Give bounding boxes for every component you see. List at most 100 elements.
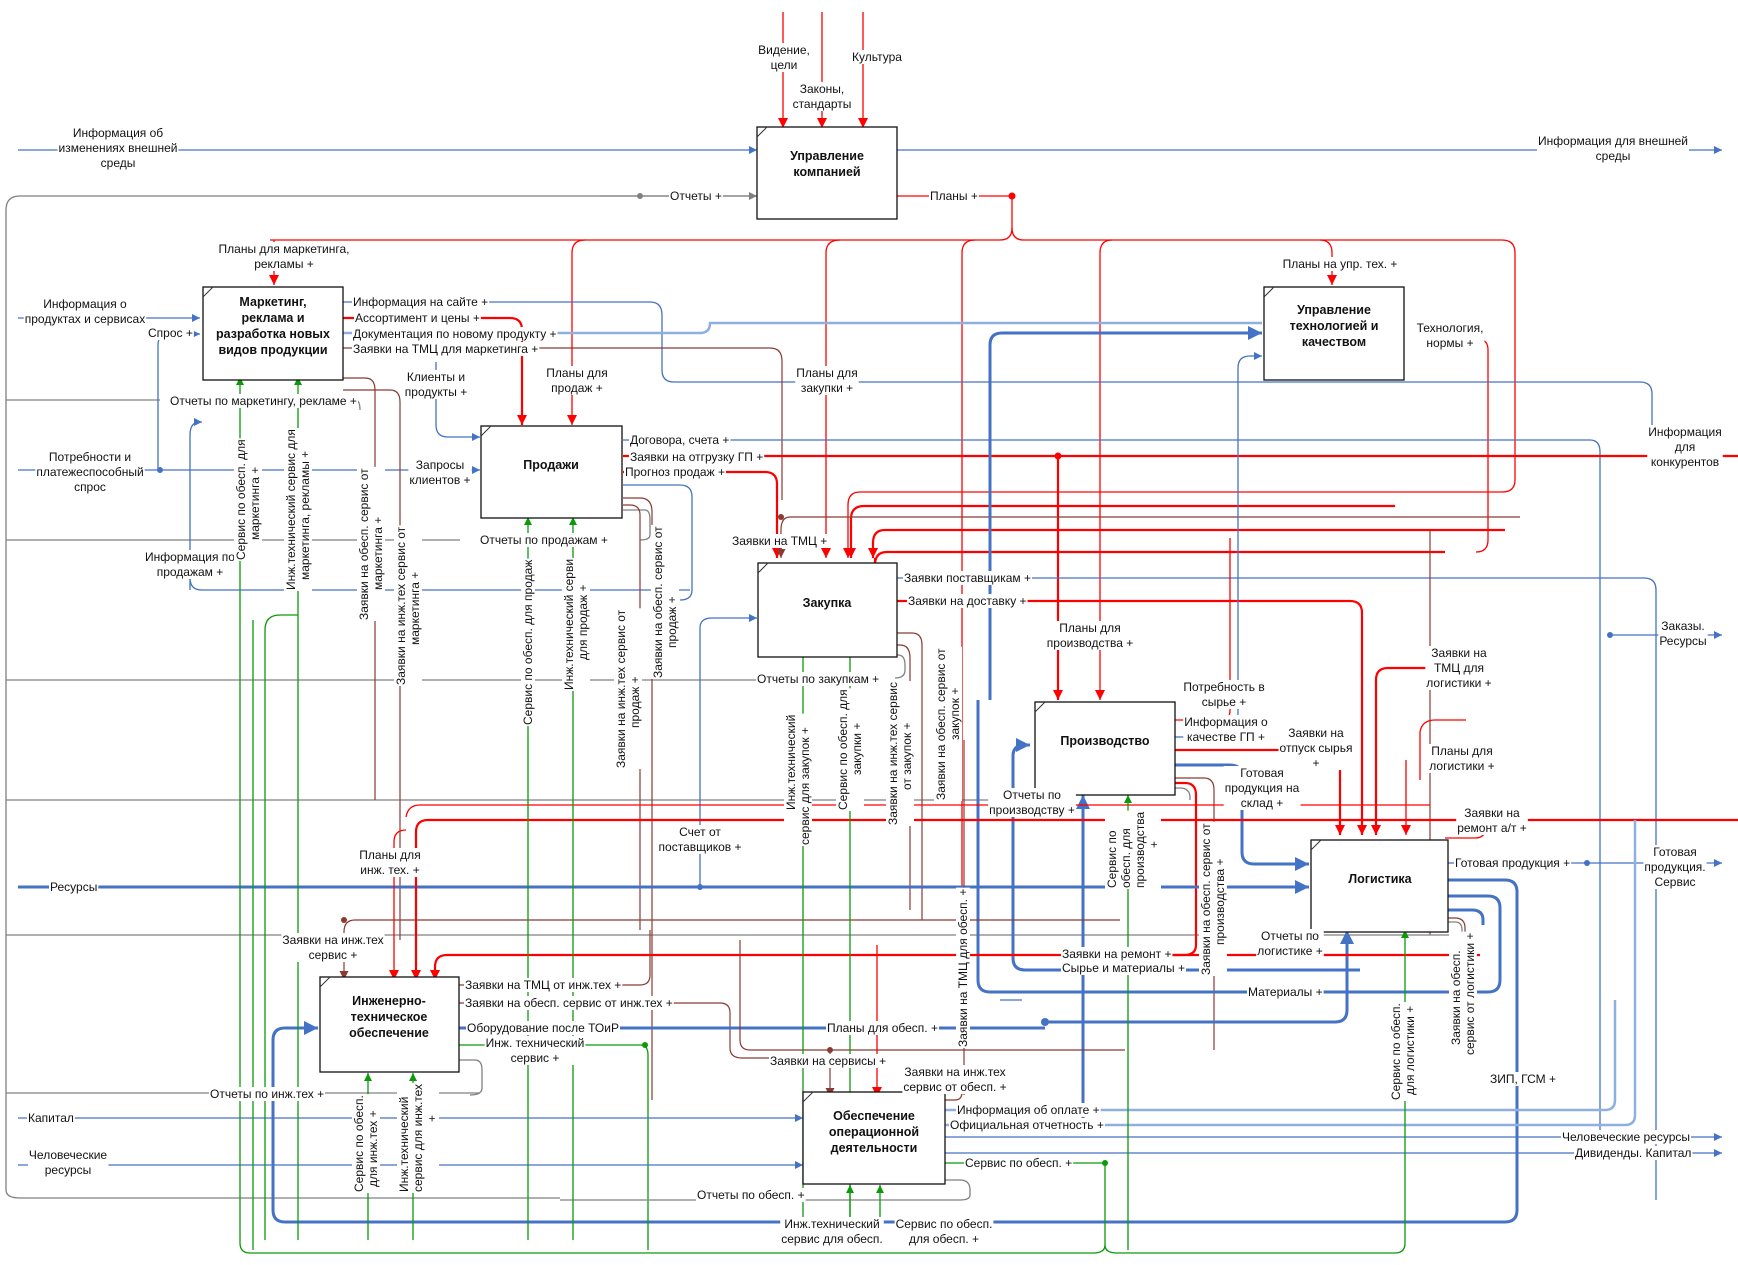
vlabel-req-svc-marketing: Заявки на обесп. сервис отмаркетинга + — [357, 468, 385, 620]
label-human-resources-out: Человеческие ресурсы — [1562, 1130, 1690, 1144]
label-background — [352, 1094, 380, 1193]
arrow-sales-forecast[interactable] — [623, 470, 782, 558]
arrow-req-eng-sales[interactable] — [623, 504, 641, 930]
vlabel-req-eng-sales: Заявки на инж.тех сервис отпродаж + — [614, 609, 642, 768]
arrow-supplier-requests[interactable] — [893, 577, 1657, 1200]
label-vision: Видение,цели — [758, 43, 810, 72]
arrow-svc-from-eng[interactable] — [459, 1002, 820, 1059]
label-shipment-requests: Заявки на отгрузку ГП + — [630, 450, 763, 464]
arrow-logistics-reports[interactable] — [1265, 921, 1463, 936]
label-tech-norms: Технология,нормы + — [1417, 321, 1484, 350]
arrow-plans-tech[interactable] — [1319, 239, 1337, 285]
arrow-eng-service-requests[interactable] — [339, 919, 1120, 980]
vlabel-svc-purchase: Сервис по обесп. длязакупки + — [836, 689, 864, 810]
arrow-clients-products[interactable] — [435, 362, 480, 441]
arrow-reports-loop[interactable] — [5, 195, 757, 1199]
arrow-tmc-requests[interactable] — [776, 516, 1520, 558]
label-svc-from-eng: Заявки на обесп. сервис от инж.тех + — [465, 996, 673, 1010]
arrow-sales-info-bus — [189, 577, 690, 591]
arrow-plans-sales[interactable] — [567, 239, 586, 425]
arrow-official-reports[interactable] — [945, 820, 1637, 1127]
label-background — [624, 465, 726, 479]
label-background — [949, 1118, 1105, 1132]
arrow-tmc-from-eng[interactable] — [459, 930, 651, 986]
arrow-shipment-to-logistics — [1371, 666, 1490, 835]
arrow-req-eng-marketing[interactable] — [343, 389, 401, 940]
arrow-raw-materials[interactable] — [1011, 738, 1360, 972]
junction-dot — [642, 1042, 648, 1048]
arrow-ops-reports[interactable] — [560, 1179, 971, 1201]
label-background — [696, 1188, 806, 1202]
box-sales[interactable]: Продажи — [480, 425, 623, 519]
label-background — [964, 1156, 1074, 1170]
label-sales-reports: Отчеты по продажам + — [480, 533, 608, 547]
arrow-payment-info[interactable] — [945, 1000, 1617, 1112]
arrow-site-info[interactable] — [343, 301, 1653, 450]
arrow-svc-marketing[interactable] — [236, 377, 1106, 1254]
vlabel-eng-purchase: Инж.техническийсервис для закупок + — [784, 715, 812, 845]
arrow-req-svc-purchase[interactable] — [893, 632, 923, 920]
box-logistics[interactable]: Логистика — [1310, 839, 1449, 933]
label-background — [657, 825, 743, 854]
arrow-sales-info[interactable] — [189, 418, 202, 590]
arrow-eng-reports[interactable] — [459, 1059, 483, 1096]
label-new-product-docs: Документация по новому продукту + — [353, 327, 557, 341]
arrow-plans-eng-bus — [405, 804, 1430, 818]
label-resources: Ресурсы — [50, 880, 97, 894]
label-background — [357, 466, 385, 621]
arrow-req-svc-sales[interactable] — [623, 497, 653, 1100]
label-background — [1449, 931, 1477, 1056]
arrow-purchase-reports[interactable] — [893, 654, 906, 679]
label-eng-reports: Отчеты по инж.тех + — [210, 1087, 324, 1101]
arrow-delivery-requests[interactable] — [893, 599, 1367, 835]
label-background — [1489, 1072, 1557, 1086]
arrow-contracts[interactable] — [623, 439, 1601, 1130]
label-background — [217, 242, 351, 271]
label-spare-fuel: ЗИП, ГСМ + — [1490, 1072, 1556, 1086]
arrow-req-eng-purchase[interactable] — [893, 644, 911, 910]
arrow-sales-reports[interactable] — [623, 509, 651, 541]
label-background — [281, 933, 385, 962]
vlabel-eng-eng: Инж.техническийсервис для инж.тех+ — [397, 1084, 439, 1192]
label-background — [352, 342, 540, 356]
arrow-quality-info-to-tech[interactable] — [988, 326, 1262, 700]
vlabel-svc-eng: Сервис по обесп.для инж.тех + — [352, 1095, 380, 1192]
label-background — [1537, 134, 1689, 163]
arrow-svc-logistics[interactable] — [1104, 930, 1409, 1254]
label-background — [1045, 621, 1135, 650]
arrow-supplier-invoice[interactable] — [699, 614, 757, 890]
arrow-plans-purchase[interactable] — [821, 239, 841, 558]
box-purchasing[interactable]: Закупка — [757, 562, 898, 658]
arrow-finished-to-stock[interactable] — [1174, 763, 1309, 871]
arrow-materials-up-logistics[interactable] — [1045, 930, 1354, 1024]
label-background — [669, 189, 723, 203]
arrow-production-reports[interactable] — [1174, 787, 1191, 800]
arrow-plans-production[interactable] — [1095, 239, 1113, 700]
label-contracts: Договора, счета + — [630, 433, 729, 447]
label-background — [352, 295, 490, 309]
arrow-req-svc-production[interactable] — [1174, 777, 1215, 1050]
arrow-req-svc-logistics[interactable] — [1448, 917, 1466, 935]
arrow-tmc-requests-purchase[interactable] — [868, 528, 1505, 558]
box-production[interactable]: Производство — [1034, 701, 1176, 796]
arrow-new-product-docs[interactable] — [343, 321, 1262, 335]
arrow-tech-norms[interactable] — [1445, 339, 1489, 553]
arrow-plans-eng[interactable] — [389, 829, 407, 980]
label-background — [836, 688, 864, 811]
arrow-eng-service[interactable] — [459, 1044, 649, 1250]
junction-dot — [1607, 632, 1613, 638]
label-background — [1456, 806, 1528, 835]
arrow-tmc-marketing[interactable] — [343, 347, 783, 500]
